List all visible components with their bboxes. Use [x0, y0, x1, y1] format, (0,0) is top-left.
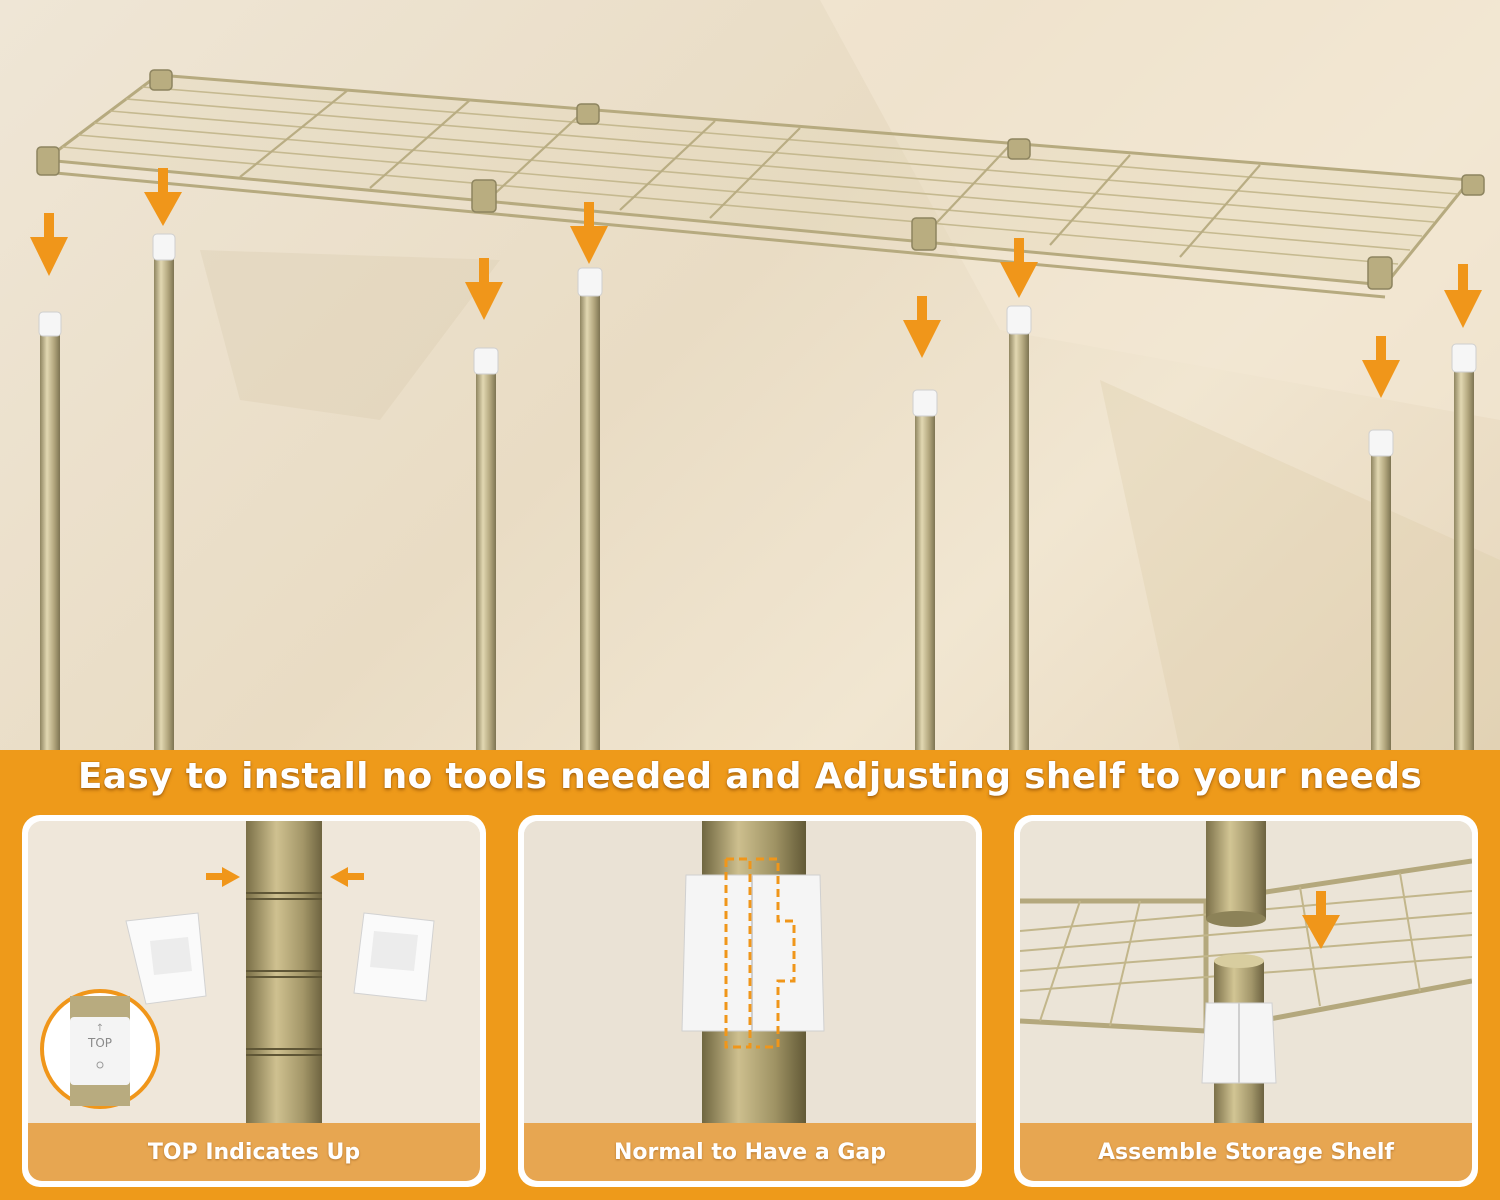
down-arrow-icon: [1444, 264, 1482, 328]
down-arrow-icon: [1302, 891, 1340, 949]
down-arrow-icon: [144, 168, 182, 226]
card-caption: Assemble Storage Shelf: [1020, 1123, 1472, 1181]
pole: [1006, 305, 1032, 750]
feature-card-top-indicator: TOP ↑ TOP Indicates Up: [22, 815, 486, 1187]
down-arrow-icon: [570, 202, 608, 264]
down-arrow-icon: [1000, 238, 1038, 298]
pole: [912, 389, 938, 750]
plastic-clip-right: [353, 912, 435, 1002]
assemble-illustration: [1020, 821, 1472, 1123]
svg-text:↑: ↑: [96, 1023, 104, 1034]
poles: [38, 233, 1477, 750]
gap-outline-left: [724, 857, 752, 1049]
top-indicator-illustration: TOP ↑: [28, 821, 480, 1123]
gap-illustration: [524, 821, 976, 1123]
caption-text: TOP Indicates Up: [147, 1139, 361, 1165]
pole: [577, 267, 603, 750]
left-arrow-icon: [330, 867, 364, 887]
right-arrow-icon: [206, 867, 240, 887]
shelf-assembly-illustration: [30, 0, 1500, 750]
caption-text: Assemble Storage Shelf: [1098, 1139, 1394, 1165]
wire-shelf: [36, 69, 1485, 299]
down-arrow-icons: [30, 168, 1482, 398]
gap-outline-right: [756, 857, 796, 1049]
top-label-badge: TOP ↑: [40, 989, 160, 1109]
plastic-clip-left: [125, 912, 207, 1005]
pole: [38, 311, 62, 750]
caption-text: Normal to Have a Gap: [614, 1139, 886, 1165]
headline: Easy to install no tools needed and Adju…: [77, 756, 1423, 797]
feature-card-assemble: Assemble Storage Shelf: [1014, 815, 1478, 1187]
down-arrow-icon: [465, 258, 503, 320]
pole: [473, 347, 499, 750]
pole: [152, 233, 176, 750]
card-caption: TOP Indicates Up: [28, 1123, 480, 1181]
pole: [1368, 429, 1394, 750]
down-arrow-icon: [903, 296, 941, 358]
top-label-text: TOP: [87, 1036, 112, 1050]
down-arrow-icon: [1362, 336, 1400, 398]
feature-card-gap: Normal to Have a Gap: [518, 815, 982, 1187]
card-caption: Normal to Have a Gap: [524, 1123, 976, 1181]
hero-illustration: [0, 0, 1500, 750]
pole: [1451, 343, 1477, 750]
down-arrow-icon: [30, 213, 68, 276]
